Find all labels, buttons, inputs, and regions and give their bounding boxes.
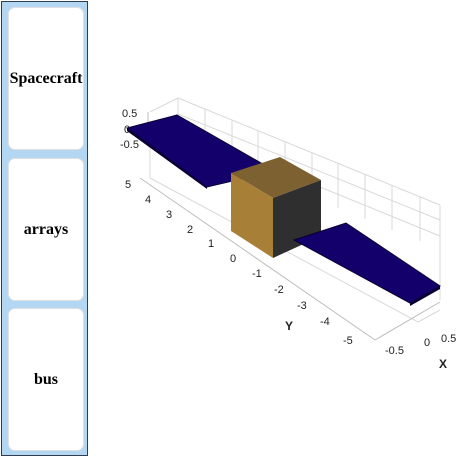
y-tick-label: 4: [145, 194, 151, 206]
sidebar-panel: Spacecraft arrays bus: [1, 1, 88, 456]
right-solar-array: [292, 222, 441, 306]
bus-button[interactable]: bus: [8, 308, 84, 451]
y-axis-ticks: 5 4 3 2 1 0 -1 -2 -3 -4 -5 Y: [125, 179, 353, 347]
y-tick-label: 1: [208, 238, 214, 250]
y-tick-label: 2: [187, 224, 193, 236]
y-axis-label: Y: [285, 319, 293, 333]
y-tick-label: -4: [320, 316, 330, 328]
z-tick-label: -0.5: [120, 139, 139, 151]
y-tick-label: -3: [297, 300, 307, 312]
y-tick-label: 0: [230, 253, 236, 265]
y-tick-label: 3: [166, 209, 172, 221]
x-tick-label: 0.5: [441, 333, 456, 345]
x-tick-label: -0.5: [385, 345, 404, 357]
spacecraft-button[interactable]: Spacecraft: [8, 7, 84, 150]
x-axis-label: X: [439, 357, 447, 371]
y-tick-label: -5: [343, 335, 353, 347]
x-tick-label: 0: [424, 337, 430, 349]
z-tick-label: 0.5: [122, 108, 137, 120]
y-tick-label: -1: [252, 268, 262, 280]
y-tick-label: -2: [274, 284, 284, 296]
y-tick-label: 5: [125, 179, 131, 191]
x-axis-ticks: 0.5 0 -0.5 X: [385, 333, 456, 371]
arrays-button[interactable]: arrays: [8, 158, 84, 301]
3d-plot[interactable]: 0.5 0 -0.5 5 4 3 2 1 0 -1 -2 -3 -4 -5 Y …: [95, 0, 460, 460]
